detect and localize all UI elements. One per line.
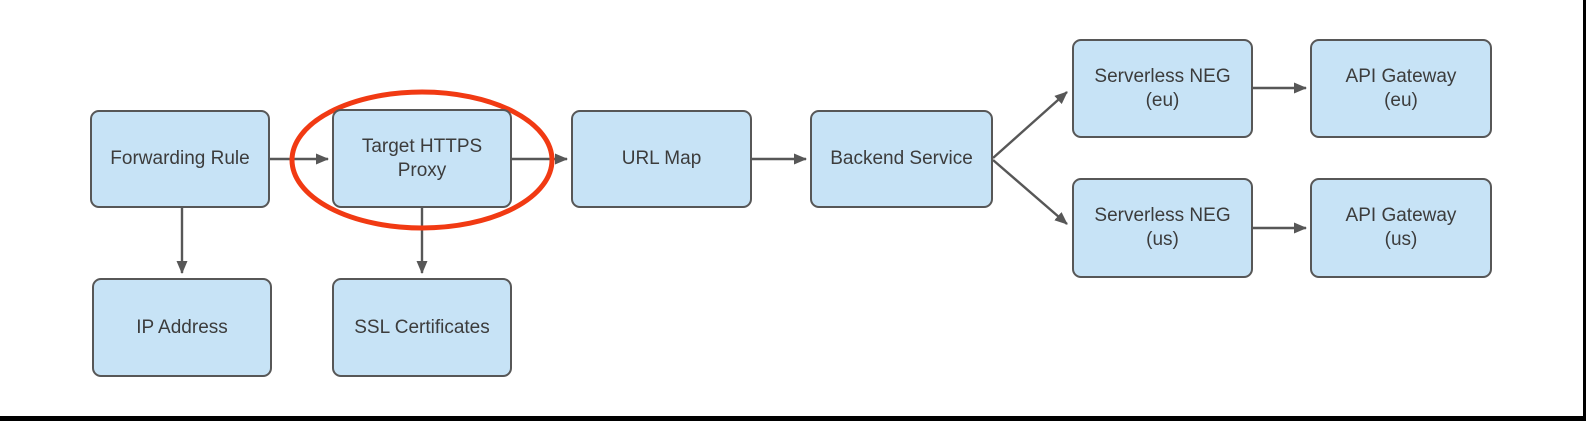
node-forwarding-rule: Forwarding Rule <box>90 110 270 208</box>
node-forwarding-rule-label: Forwarding Rule <box>110 148 250 169</box>
node-serverless-neg-us: Serverless NEG(us) <box>1072 178 1253 278</box>
node-url-map-label: URL Map <box>621 148 702 169</box>
node-serverless-neg-eu-label: Serverless NEG(eu) <box>1094 65 1231 111</box>
frame-right-border <box>1583 0 1586 421</box>
node-backend-service-label: Backend Service <box>830 148 973 169</box>
frame-bottom-border <box>0 416 1586 421</box>
edge-backend-service-to-serverless-neg-eu <box>992 91 1068 159</box>
node-api-gateway-eu: API Gateway(eu) <box>1310 39 1492 138</box>
node-api-gateway-us-label: API Gateway(us) <box>1345 205 1457 250</box>
node-ip-address-label: IP Address <box>136 316 228 338</box>
node-api-gateway-eu-label: API Gateway(eu) <box>1345 65 1457 111</box>
node-url-map: URL Map <box>571 110 752 208</box>
edge-backend-service-to-serverless-neg-us <box>992 159 1068 225</box>
node-ssl-certificates-label: SSL Certificates <box>354 316 490 338</box>
node-ssl-certificates: SSL Certificates <box>332 278 512 377</box>
node-backend-service: Backend Service <box>810 110 993 208</box>
node-serverless-neg-eu: Serverless NEG(eu) <box>1072 39 1253 138</box>
node-api-gateway-us: API Gateway(us) <box>1310 178 1492 278</box>
node-ip-address: IP Address <box>92 278 272 377</box>
node-serverless-neg-us-label: Serverless NEG(us) <box>1094 205 1231 250</box>
